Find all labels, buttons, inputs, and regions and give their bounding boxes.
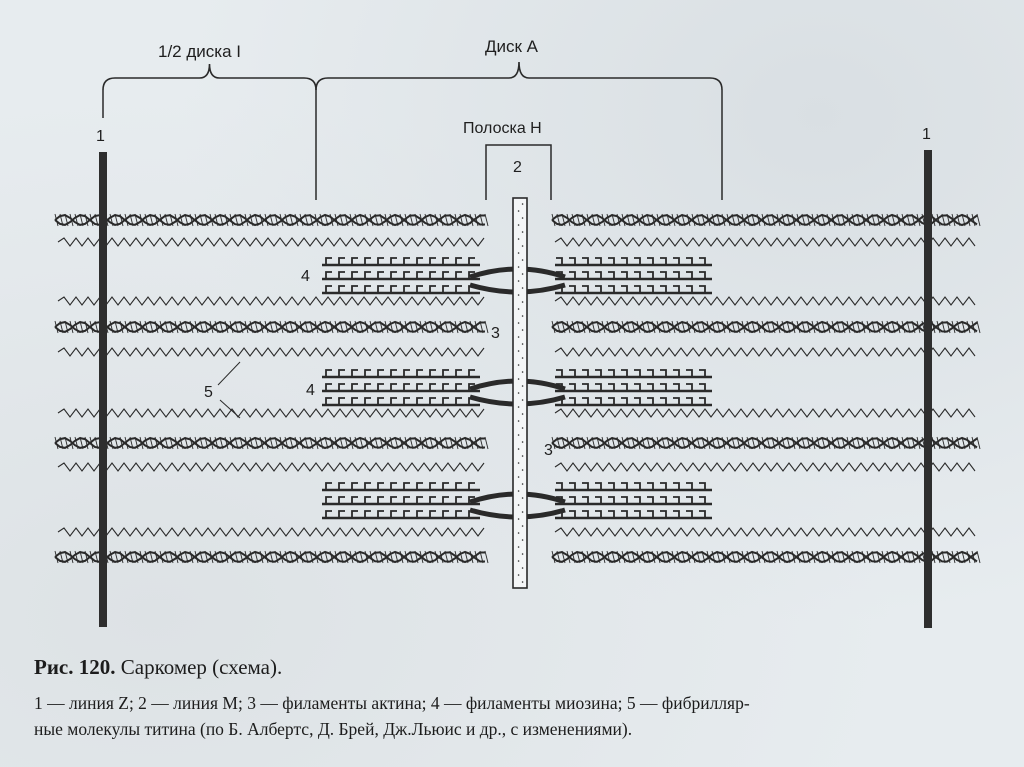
titin-pointer-2 xyxy=(220,400,240,418)
disk-braces xyxy=(103,62,722,200)
titin-zigzag-right-5 xyxy=(555,463,975,471)
myosin-label-b: 4 xyxy=(306,382,315,399)
titin-zigzag-left-1 xyxy=(58,238,484,246)
actin-filament-right-1 xyxy=(552,214,980,226)
myosin-label-a: 4 xyxy=(301,268,310,285)
actin-filament-left-1 xyxy=(55,214,488,226)
titin-pointer-1 xyxy=(218,362,240,385)
caption-legend-line-2: ные молекулы титина (по Б. Албертс, Д. Б… xyxy=(34,716,1004,742)
titin-zigzag-right-2 xyxy=(555,297,975,305)
half-disk-i-label: 1/2 диска I xyxy=(158,42,241,61)
titin-label: 5 xyxy=(204,384,213,401)
actin-label-b: 3 xyxy=(544,442,553,459)
titin-zigzag-left-4 xyxy=(58,409,484,417)
actin-filament-left-2 xyxy=(55,321,488,333)
m-line xyxy=(513,198,527,588)
actin-filament-right-3 xyxy=(552,437,980,449)
titin-zigzag-right-3 xyxy=(555,348,975,356)
titin-zigzag-right-4 xyxy=(555,409,975,417)
titin-zigzag-left-6 xyxy=(58,528,484,536)
m-line-label: 2 xyxy=(513,159,522,176)
z-line-left-label: 1 xyxy=(96,128,105,145)
band-h-label: Полоска Н xyxy=(463,120,542,137)
titin-zigzag-right-6 xyxy=(555,528,975,536)
figure-number: Рис. 120. xyxy=(34,655,116,679)
actin-filament-left-3 xyxy=(55,437,488,449)
sarcomere-diagram: 1/2 диска I Диск А Полоска Н 1 1 2 3 3 4… xyxy=(0,0,1024,650)
titin-zigzag-right-1 xyxy=(555,238,975,246)
z-and-m-lines xyxy=(99,150,932,628)
figure-caption: Рис. 120. Саркомер (схема). 1 — линия Z;… xyxy=(34,655,1004,742)
actin-label-a: 3 xyxy=(491,325,500,342)
actin-filament-right-2 xyxy=(552,321,980,333)
actin-filament-right-4 xyxy=(552,551,980,563)
z-line-right xyxy=(924,150,932,628)
titin-zigzag-left-2 xyxy=(58,297,484,305)
disk-a-label: Диск А xyxy=(485,37,539,56)
half-disk-i-brace xyxy=(103,64,316,90)
disk-a-brace xyxy=(316,62,722,90)
titin-zigzag-left-3 xyxy=(58,348,484,356)
caption-title: Рис. 120. Саркомер (схема). xyxy=(34,655,1004,680)
figure-title: Саркомер (схема). xyxy=(116,655,283,679)
z-line-right-label: 1 xyxy=(922,126,931,143)
titin-zigzag-left-5 xyxy=(58,463,484,471)
actin-filament-left-4 xyxy=(55,551,488,563)
caption-legend-line-1: 1 — линия Z; 2 — линия М; 3 — филаменты … xyxy=(34,690,1004,716)
z-line-left xyxy=(99,152,107,627)
